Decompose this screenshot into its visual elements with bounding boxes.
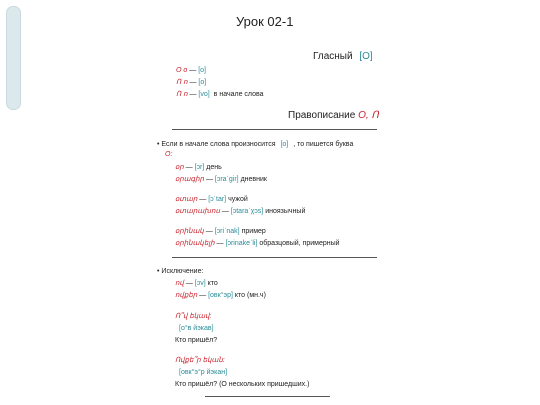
vowel-heading-transcription: [O] xyxy=(359,51,373,62)
armenian-word: օր xyxy=(175,164,184,171)
example-word: օտարախոս — [ɔtaraˈχɔs] иноязычный xyxy=(175,208,306,215)
exception-label: Исключение: xyxy=(161,268,204,275)
transcription: [овк°эр] xyxy=(208,292,233,299)
armenian-word: ովքեր xyxy=(175,292,198,299)
transcription: [ɔv] xyxy=(194,280,206,287)
transcription: [ɔriˈnak] xyxy=(214,228,240,235)
example-word: օտար — [ɔˈtar] чужой xyxy=(175,196,248,203)
exception-word: ով — [ɔv] кто xyxy=(175,280,218,287)
vowel-heading-label: Гласный xyxy=(313,51,353,62)
transcription: [ɔraˈgir] xyxy=(214,176,239,183)
rule-letter: O: xyxy=(165,151,173,158)
vowel-row: O o — [o] xyxy=(176,66,206,75)
armenian-word: օտար xyxy=(175,196,198,203)
armenian-word: օրինակելի xyxy=(175,240,215,247)
dash: — xyxy=(189,91,197,98)
example-transcription: [о°в йэкав] xyxy=(179,325,214,332)
vowel-row: Ո ո — [vo] в начале слова xyxy=(176,90,264,99)
example-word: օր — [ɔr] день xyxy=(175,164,222,171)
spelling-heading-label: Правописание xyxy=(288,110,356,121)
example-transcription: [овк°э°р йэкан] xyxy=(179,369,228,376)
rule-text-end: , то пишется буква xyxy=(293,141,354,148)
spelling-heading: Правописание O, Ո xyxy=(288,110,379,121)
row-note: в начале слова xyxy=(213,91,264,98)
example-sentence: Ովքե՞ր եկան: xyxy=(175,357,225,364)
translation: дневник xyxy=(240,176,267,183)
example-translation: Кто пришёл? xyxy=(175,337,218,344)
side-panel-tab[interactable] xyxy=(6,6,21,110)
example-word: օրինակ — [ɔriˈnak] пример xyxy=(175,228,266,235)
translation: образцовый, примерный xyxy=(259,240,340,247)
transcription: [ɔtaraˈχɔs] xyxy=(230,208,264,215)
translation: кто xyxy=(207,280,218,287)
exception-word: ովքեր — [овк°эр] кто (мн.ч) xyxy=(175,292,266,299)
spelling-heading-letters: O, Ո xyxy=(358,110,379,121)
translation: кто (мн.ч) xyxy=(234,292,266,299)
armenian-word: ով xyxy=(175,280,184,287)
example-word: օրագիր — [ɔraˈgir] дневник xyxy=(175,176,267,183)
spelling-rule: • Если в начале слова произносится [o] ,… xyxy=(157,140,353,149)
transcription: [vo] xyxy=(198,91,210,98)
rule-transcription: [o] xyxy=(280,141,289,148)
page-title: Урок 02-1 xyxy=(236,14,294,29)
example-word: օրինակելի — [ɔrinakeˈli] образцовый, при… xyxy=(175,240,340,247)
armenian-letter: Ո ո xyxy=(176,91,188,98)
vowel-heading: Гласный [O] xyxy=(313,51,373,62)
rule-text-start: Если в начале слова произносится xyxy=(161,141,276,148)
transcription: [ɔr] xyxy=(194,164,205,171)
section-divider xyxy=(172,257,377,258)
armenian-letter: Ո ո xyxy=(176,79,188,86)
transcription: [o] xyxy=(198,67,206,74)
transcription: [ɔˈtar] xyxy=(208,196,227,203)
bullet: • xyxy=(157,268,160,275)
armenian-word: օտարախոս xyxy=(175,208,220,215)
bullet: • xyxy=(157,141,160,148)
exception-heading: • Исключение: xyxy=(157,267,203,276)
translation: чужой xyxy=(228,196,248,203)
transcription: [ɔrinakeˈli] xyxy=(225,240,258,247)
translation: пример xyxy=(241,228,266,235)
translation: иноязычный xyxy=(265,208,306,215)
translation: день xyxy=(206,164,222,171)
vowel-row: Ո ո — [o] xyxy=(176,78,206,87)
armenian-word: օրինակ xyxy=(175,228,204,235)
armenian-word: օրագիր xyxy=(175,176,204,183)
example-sentence: Ո՞վ եկավ: xyxy=(175,313,212,320)
dash: — xyxy=(189,67,197,74)
dash: — xyxy=(189,79,197,86)
section-divider xyxy=(172,129,377,130)
bottom-divider xyxy=(205,396,330,397)
transcription: [o] xyxy=(198,79,207,86)
example-translation: Кто пришёл? (О нескольких пришедших.) xyxy=(175,381,310,388)
armenian-letter: O o xyxy=(176,67,188,74)
